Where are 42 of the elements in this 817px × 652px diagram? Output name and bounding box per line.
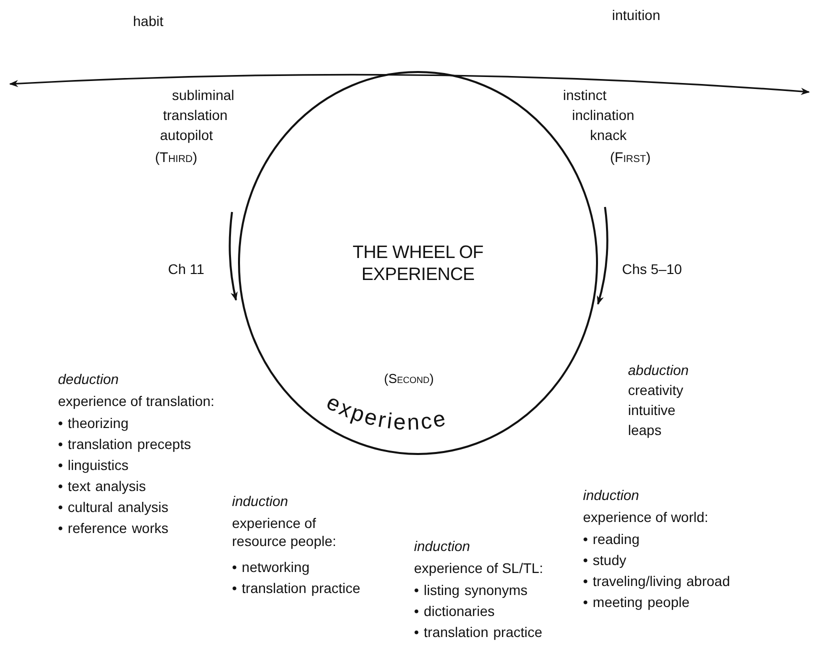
wheel-title: THE WHEEL OF EXPERIENCE (352, 241, 484, 285)
term-label: creativity (628, 381, 684, 399)
list-item: • translation practice (232, 579, 360, 597)
term-label: inclination (572, 106, 634, 124)
subheading-label: experience of SL/TL: (414, 559, 544, 577)
term-label: subliminal (172, 86, 234, 104)
curved-label: experience (322, 389, 522, 439)
stage-label: (Second) (384, 371, 434, 386)
list-item: • reading (583, 530, 640, 548)
axis-label: habit (133, 12, 164, 30)
stage-label: (First) (610, 148, 651, 166)
heading-label: induction (232, 492, 288, 510)
axis-label: intuition (612, 6, 660, 24)
list-item: • theorizing (58, 414, 128, 432)
list-item: • listing synonyms (414, 581, 528, 599)
list-item: • dictionaries (414, 602, 495, 620)
list-item: • study (583, 551, 626, 569)
list-item: • translation precepts (58, 435, 191, 453)
heading-label: induction (583, 486, 640, 504)
term-label: instinct (563, 86, 607, 104)
list-item: • reference works (58, 519, 168, 537)
term-label: leaps (628, 421, 662, 439)
stage-label: (Third) (155, 148, 198, 166)
heading-label: deduction (58, 370, 119, 388)
chapter-label: Ch 11 (168, 260, 204, 278)
list-item: • text analysis (58, 477, 146, 495)
term-label: autopilot (160, 126, 213, 144)
list-item: • linguistics (58, 456, 128, 474)
list-item: • cultural analysis (58, 498, 168, 516)
term-label: knack (590, 126, 627, 144)
chapter-label: Chs 5–10 (622, 260, 682, 278)
subheading-label: experience of resource people: (232, 514, 338, 550)
list-item: • networking (232, 558, 310, 576)
term-label: intuitive (628, 401, 676, 419)
list-item: • translation practice (414, 623, 542, 641)
subheading-label: experience of translation: (58, 392, 214, 410)
subheading-label: experience of world: (583, 508, 708, 526)
list-item: • meeting people (583, 593, 690, 611)
heading-label: abduction (628, 361, 689, 379)
heading-label: induction (414, 537, 470, 555)
term-label: translation (163, 106, 228, 124)
list-item: • traveling/living abroad (583, 572, 730, 590)
